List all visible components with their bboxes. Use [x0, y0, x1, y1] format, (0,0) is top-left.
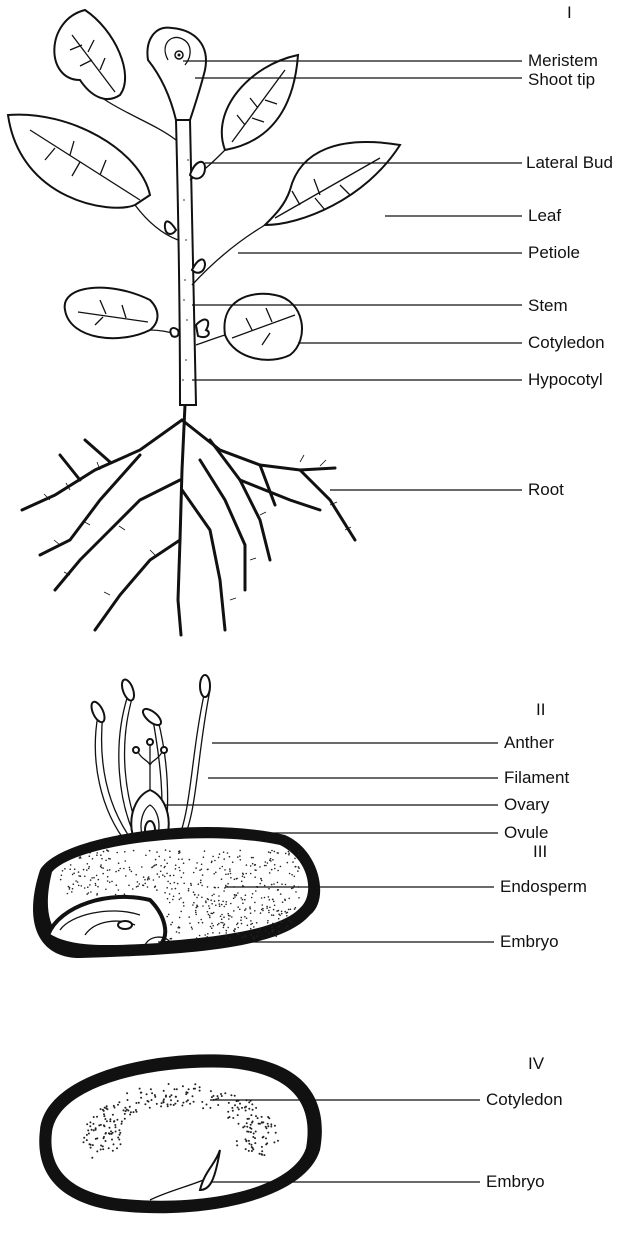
- lateral-bud: [190, 162, 205, 179]
- cotyledon-right: [196, 294, 302, 360]
- label-meristem: Meristem: [528, 51, 598, 71]
- label-lateral-bud: Lateral Bud: [526, 153, 613, 173]
- label-embryo-dicot: Embryo: [486, 1172, 545, 1192]
- label-stem: Stem: [528, 296, 568, 316]
- shoot-tip: [147, 28, 205, 120]
- label-leaf: Leaf: [528, 206, 561, 226]
- label-ovule: Ovule: [504, 823, 548, 843]
- label-embryo-monocot: Embryo: [500, 932, 559, 952]
- label-shoot-tip: Shoot tip: [528, 70, 595, 90]
- monocot-seed-figure: [33, 827, 494, 958]
- label-cotyledon: Cotyledon: [528, 333, 605, 353]
- label-petiole: Petiole: [528, 243, 580, 263]
- figure-numeral-4: IV: [528, 1054, 544, 1074]
- label-root: Root: [528, 480, 564, 500]
- label-hypocotyl: Hypocotyl: [528, 370, 603, 390]
- label-endosperm: Endosperm: [500, 877, 587, 897]
- cotyledon-left: [65, 288, 180, 339]
- figure-numeral-1: I: [567, 3, 572, 23]
- plant-figure: [8, 10, 522, 635]
- stem: [176, 120, 196, 405]
- leader-lines-fig2: [158, 743, 498, 833]
- figure-numeral-2: II: [536, 700, 545, 720]
- dicot-seed-figure: [39, 1054, 480, 1213]
- figure-numeral-3: III: [533, 842, 547, 862]
- root-system: [22, 405, 355, 635]
- label-filament: Filament: [504, 768, 569, 788]
- label-cotyledon-dicot: Cotyledon: [486, 1090, 563, 1110]
- leaf-upper-right: [190, 55, 298, 180]
- label-anther: Anther: [504, 733, 554, 753]
- label-ovary: Ovary: [504, 795, 549, 815]
- leaf-left: [8, 115, 178, 240]
